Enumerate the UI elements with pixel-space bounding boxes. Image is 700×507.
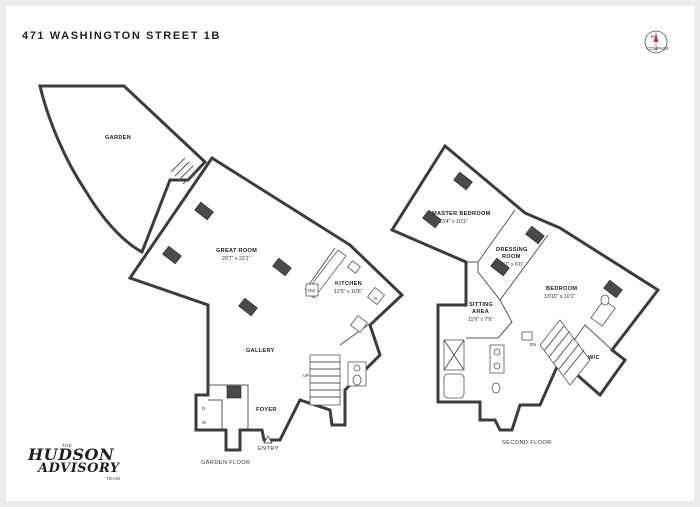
skylight [490, 257, 510, 277]
floor-plan-sheet [6, 6, 694, 501]
sitting-area-dimensions: 11'6" x 7'6" [468, 317, 493, 323]
kitchen-label: KITCHEN [335, 281, 362, 287]
sink-icon [493, 362, 501, 370]
garden-floor-outline [127, 155, 405, 452]
logo-line-1: HUDSON [28, 445, 115, 464]
kitchen-wall [304, 247, 336, 291]
logo-line-2: ADVISORY [38, 461, 120, 476]
skylight [162, 245, 182, 265]
closet-wall [208, 399, 223, 430]
skylight [272, 257, 292, 277]
dishwasher-label: DW [308, 288, 316, 293]
master-bedroom-label: MASTER BEDROOM [432, 211, 491, 217]
washer-label: W [202, 420, 207, 425]
second-floor-label: SECOND FLOOR [502, 440, 552, 446]
garden-floor-label: GARDEN FLOOR [201, 460, 251, 466]
great-room-dimensions: 29'7" x 22'1" [222, 256, 251, 262]
bathtub-icon [443, 373, 465, 399]
bedroom-label: BEDROOM [546, 286, 577, 292]
sitting-area-label-2: AREA [472, 309, 489, 315]
logo-top-text: THE [62, 443, 73, 448]
skylight [453, 171, 473, 191]
skylight [422, 209, 442, 229]
skylight [194, 201, 214, 221]
bedroom-dimensions: 13'10" x 10'1" [544, 294, 575, 300]
toilet-icon [491, 382, 501, 394]
entry-icon [263, 435, 273, 444]
compass-caption: COMPASS [647, 46, 669, 51]
entry-label: ENTRY [258, 446, 279, 452]
skylight [238, 297, 258, 317]
sink-icon [493, 348, 501, 356]
compass-icon: N COMPASS [644, 30, 669, 54]
hudson-advisory-logo: THE HUDSON ADVISORY TEAM [26, 443, 122, 483]
foyer-wall [208, 384, 249, 430]
skylight [603, 279, 623, 299]
toilet-icon [600, 294, 610, 306]
second-floor-outline [389, 143, 661, 432]
garden-steps [170, 157, 198, 185]
bedroom-bath-vanity [590, 299, 616, 327]
second-floor-stair [539, 319, 591, 386]
property-title: 471 WASHINGTON STREET 1B [22, 30, 221, 42]
garden-outline [38, 84, 208, 255]
skylight [525, 225, 545, 245]
refrigerator-icon [367, 287, 385, 305]
kitchen-island [350, 315, 368, 333]
sitting-area-wall [466, 299, 513, 339]
dressing-room-dimensions: 10'7" x 6'6" [498, 262, 524, 268]
garden-label: GARDEN [105, 135, 131, 141]
stair-down-label: DN [530, 342, 536, 347]
sitting-area-label-1: SITTING [469, 302, 493, 308]
garden-floor-stair [309, 354, 341, 406]
powder-room [347, 361, 367, 387]
kitchen-sink-icon [347, 260, 361, 274]
dressing-room-label-2: ROOM [502, 254, 521, 260]
wic-label: W/C [588, 355, 600, 361]
gallery-label: GALLERY [246, 348, 275, 354]
dishwasher-icon [305, 283, 319, 297]
foyer-label: FOYER [256, 407, 277, 413]
great-room-label: GREAT ROOM [216, 248, 257, 254]
compass-north-label: N [651, 34, 654, 39]
sink-icon [353, 364, 361, 372]
toilet-icon [352, 374, 362, 386]
stair-wall [339, 319, 376, 346]
dressing-room-wall [477, 234, 549, 301]
vanity-icon [489, 344, 505, 374]
dressing-room-label-1: DRESSING [496, 247, 528, 253]
kitchen-dimensions: 12'5" x 10'6" [334, 289, 363, 295]
stair-up-label: UP [303, 373, 309, 378]
logo-bottom-text: TEAM [106, 476, 121, 481]
dryer-label: D [202, 406, 205, 411]
master-bedroom-dimensions: 13'4" x 10'1" [439, 219, 468, 225]
refrigerator-label: R [374, 296, 377, 301]
foyer-closet [226, 385, 242, 399]
closet-shelf [521, 331, 533, 341]
